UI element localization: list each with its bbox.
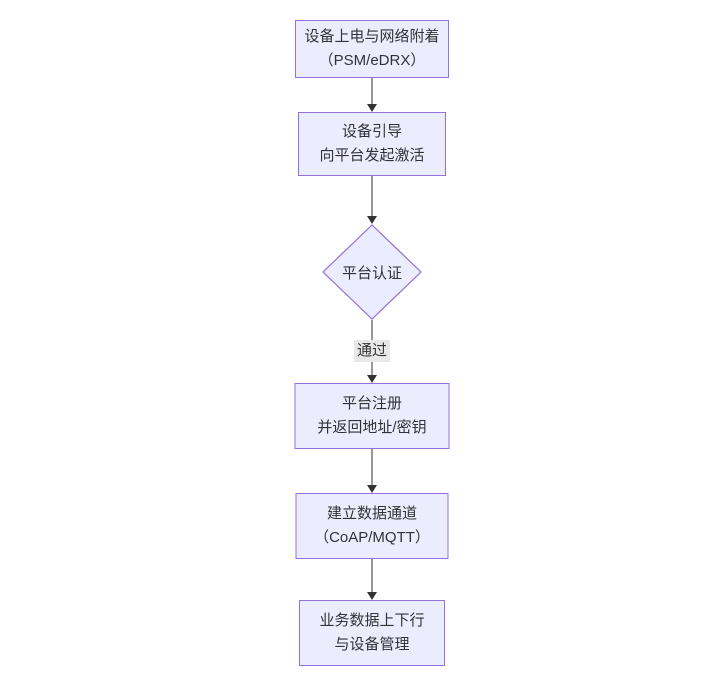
node-label-line: （PSM/eDRX） [318, 52, 426, 69]
node-label-line: 设备引导 [341, 123, 402, 140]
node-label-line: 平台认证 [341, 264, 402, 282]
node-label-line: 与设备管理 [334, 636, 410, 653]
node-label-line: （CoAP/MQTT） [314, 529, 430, 546]
node-business-data: 业务数据上下行 与设备管理 [299, 600, 445, 666]
node-data-channel: 建立数据通道 （CoAP/MQTT） [295, 493, 449, 559]
arrowhead-icon [367, 216, 377, 224]
flow-arrow-5 [352, 559, 392, 600]
arrow-line [371, 176, 373, 219]
decision-platform-auth: 平台认证 [322, 224, 422, 320]
flow-arrow-2 [352, 176, 392, 224]
diamond-shape [322, 224, 422, 320]
flow-arrow-1 [352, 78, 392, 112]
node-label-line: 建立数据通道 [326, 505, 417, 522]
flow-arrow-4 [352, 449, 392, 493]
arrowhead-icon [367, 104, 377, 112]
flow-arrow-3: 通过 [352, 320, 392, 383]
arrow-line [371, 559, 373, 595]
arrow-line [371, 78, 373, 107]
edge-label-pass: 通过 [353, 340, 391, 362]
arrowhead-icon [367, 592, 377, 600]
node-label-line: 并返回地址/密钥 [317, 419, 427, 436]
node-label-line: 向平台发起激活 [319, 147, 425, 164]
node-label-line: 设备上电与网络附着 [304, 28, 440, 45]
node-label-line: 业务数据上下行 [319, 612, 425, 629]
node-platform-register: 平台注册 并返回地址/密钥 [294, 383, 450, 449]
node-power-on-attach: 设备上电与网络附着 （PSM/eDRX） [295, 20, 449, 78]
node-label-line: 平台注册 [341, 395, 402, 412]
node-bootstrap-activate: 设备引导 向平台发起激活 [298, 112, 446, 176]
arrow-line [371, 449, 373, 488]
arrowhead-icon [367, 485, 377, 493]
arrowhead-icon [367, 375, 377, 383]
